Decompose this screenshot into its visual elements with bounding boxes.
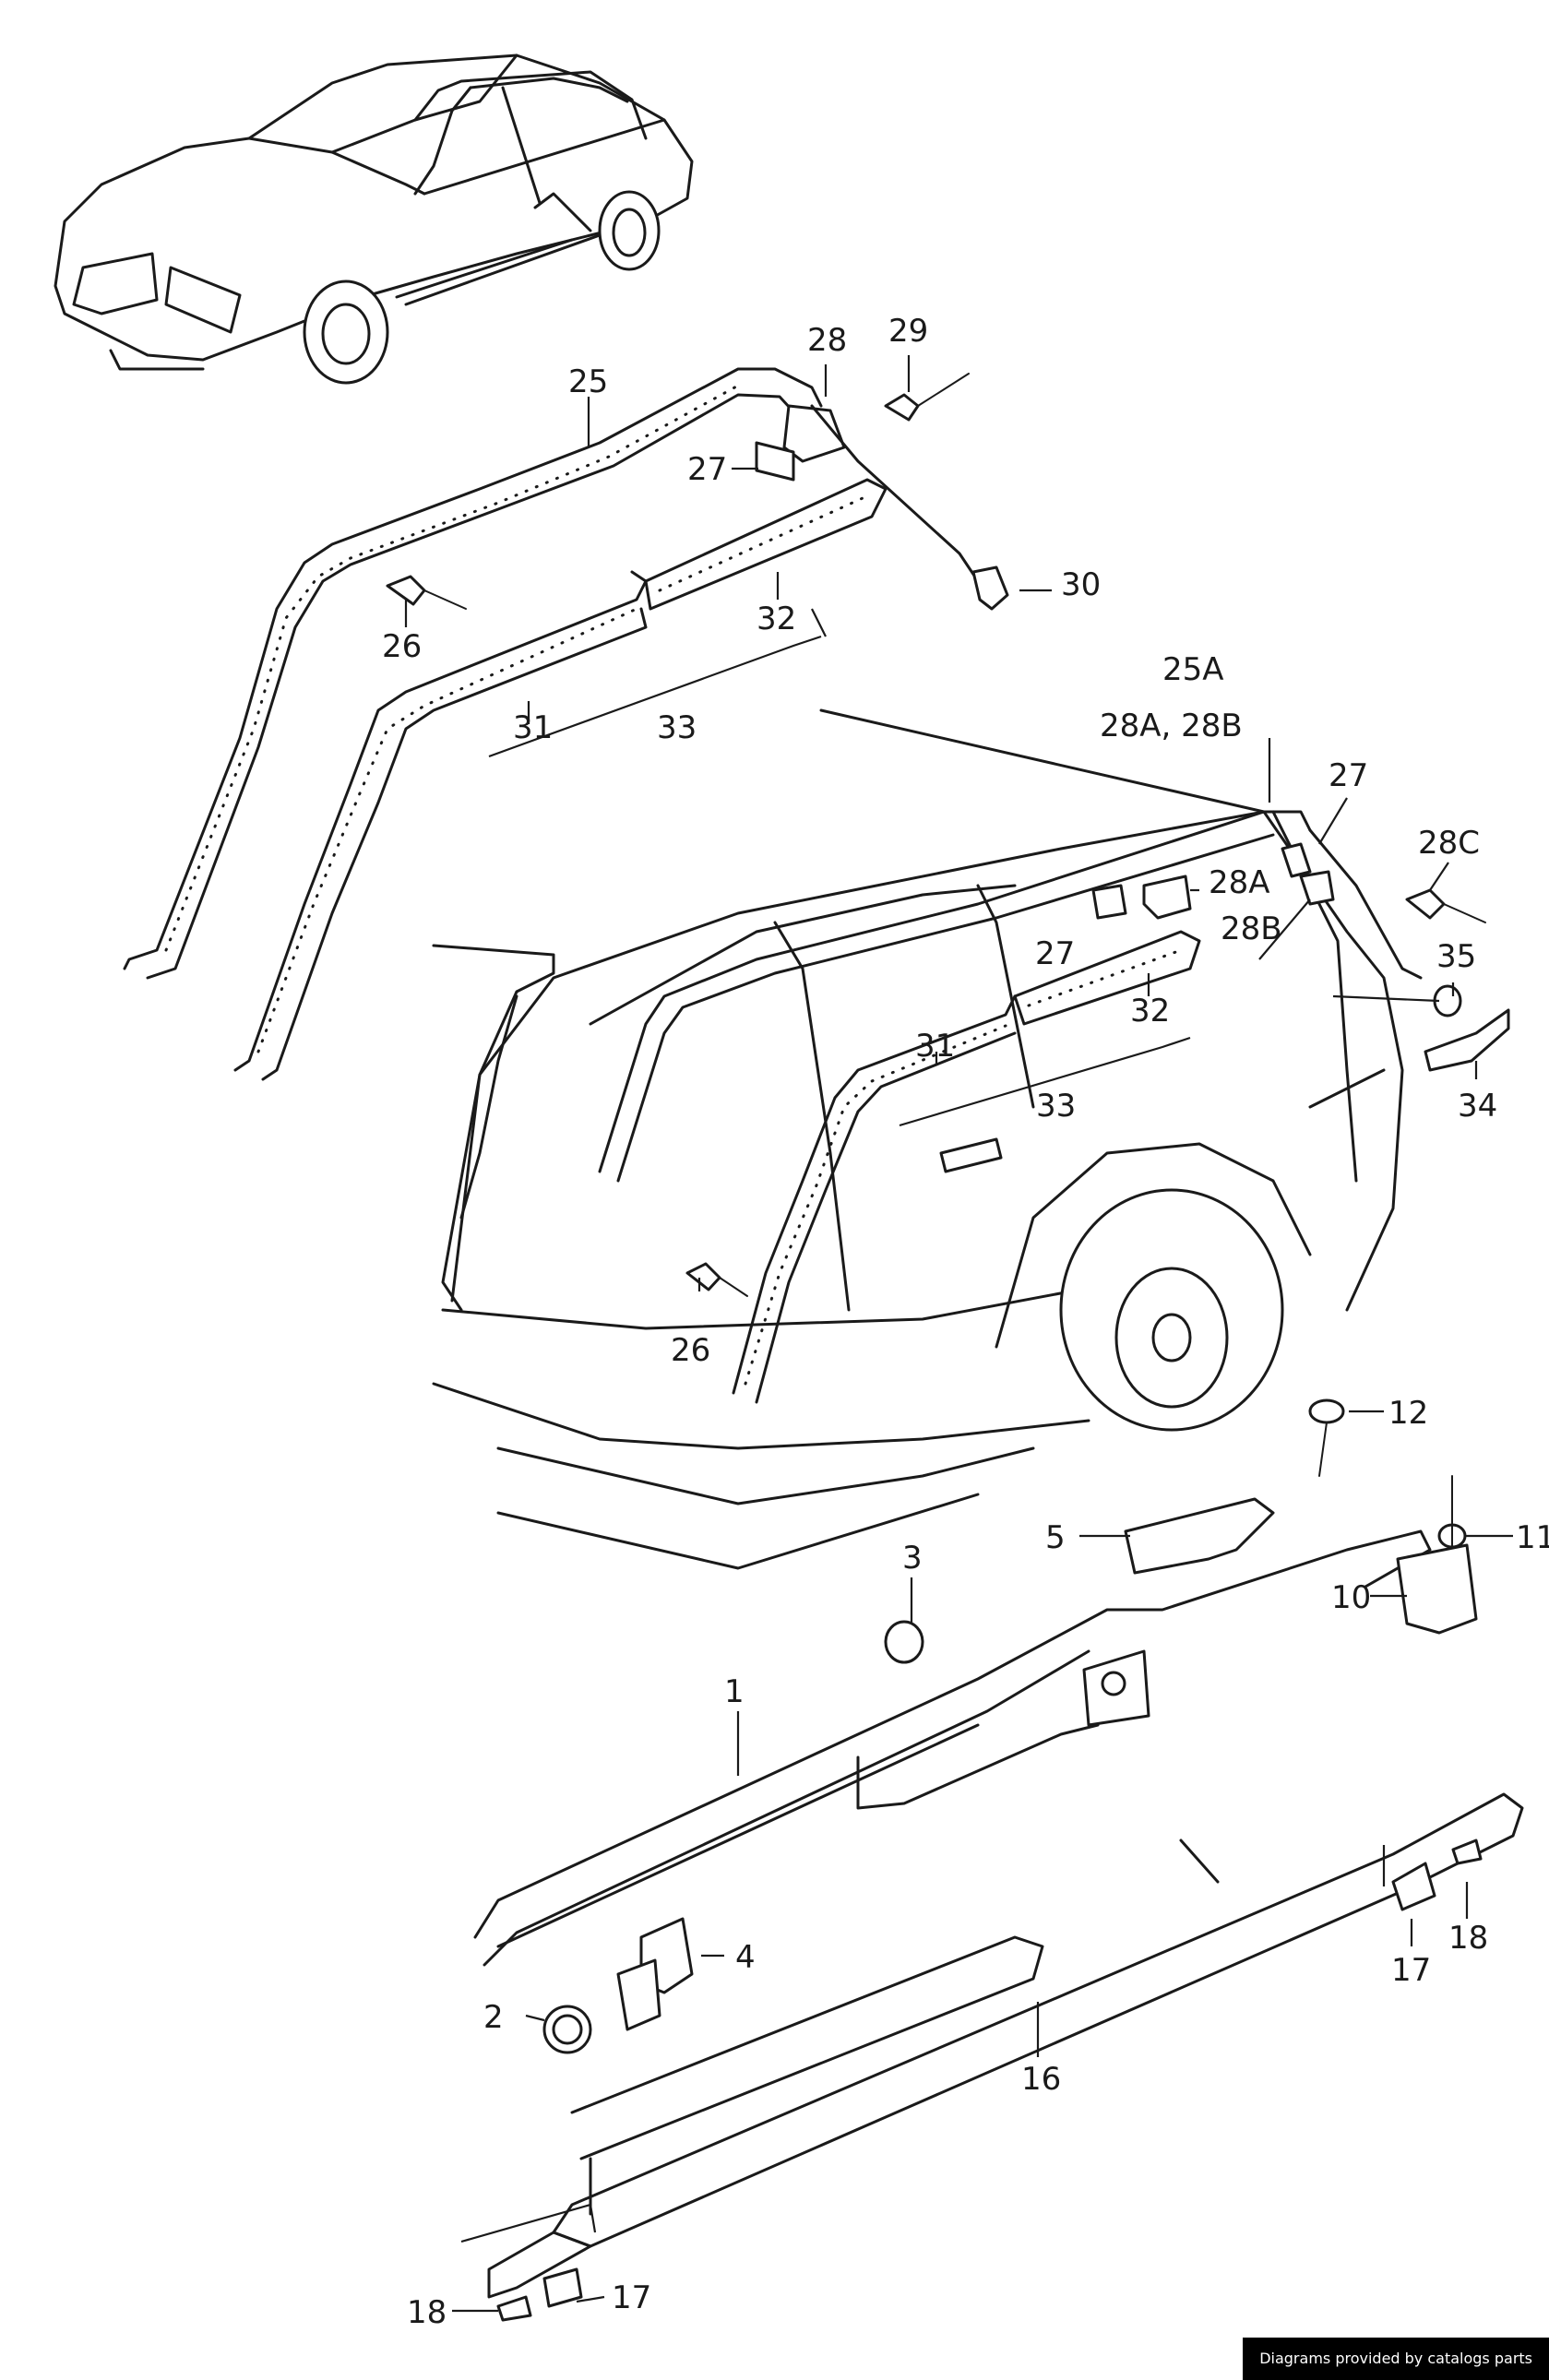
callout-4: 4 bbox=[735, 1939, 756, 1976]
callout-32-lower: 32 bbox=[1130, 993, 1170, 1029]
callout-31-lower: 31 bbox=[915, 1028, 955, 1065]
callout-28: 28 bbox=[807, 322, 847, 359]
callout-labels: 25 28 29 27 30 26 32 31 33 25A 28A, 28B … bbox=[382, 313, 1549, 2331]
callout-17-left: 17 bbox=[612, 2279, 651, 2316]
callout-34: 34 bbox=[1458, 1088, 1497, 1125]
callout-1: 1 bbox=[724, 1673, 745, 1710]
callout-18-right: 18 bbox=[1448, 1920, 1488, 1957]
callout-26: 26 bbox=[382, 628, 422, 665]
callout-31: 31 bbox=[513, 709, 553, 746]
callout-3: 3 bbox=[902, 1540, 923, 1577]
callout-12: 12 bbox=[1388, 1395, 1428, 1432]
callout-18-left: 18 bbox=[407, 2294, 447, 2331]
callout-11: 11 bbox=[1516, 1519, 1549, 1556]
callout-27: 27 bbox=[687, 451, 727, 488]
sill-group bbox=[460, 1398, 1524, 2322]
sedan-illustration bbox=[54, 54, 694, 385]
callout-28a: 28A bbox=[1209, 864, 1270, 901]
callout-28a-28b: 28A, 28B bbox=[1100, 708, 1243, 744]
callout-10: 10 bbox=[1331, 1579, 1371, 1616]
callout-25a: 25A bbox=[1162, 651, 1224, 688]
callout-27-upper: 27 bbox=[1329, 757, 1368, 794]
callout-2: 2 bbox=[483, 1999, 504, 2036]
wagon-trim-group bbox=[598, 810, 1510, 1404]
callout-32: 32 bbox=[757, 601, 796, 637]
wagon-body-illustration bbox=[432, 708, 1404, 1570]
leader-lines bbox=[404, 355, 1513, 2313]
callout-26-lower: 26 bbox=[671, 1332, 710, 1369]
callout-27-lower: 27 bbox=[1035, 935, 1075, 972]
upper-trim-group bbox=[123, 367, 1009, 1081]
callout-5: 5 bbox=[1045, 1519, 1066, 1556]
callout-35: 35 bbox=[1436, 938, 1476, 975]
callout-29: 29 bbox=[888, 313, 928, 350]
callout-28c: 28C bbox=[1418, 825, 1480, 862]
callout-17-right: 17 bbox=[1391, 1952, 1431, 1989]
callout-33: 33 bbox=[657, 709, 697, 746]
callout-25: 25 bbox=[568, 363, 608, 400]
callout-16: 16 bbox=[1021, 2061, 1061, 2098]
callout-33-lower: 33 bbox=[1036, 1088, 1076, 1125]
callout-30: 30 bbox=[1061, 566, 1101, 603]
callout-28b: 28B bbox=[1221, 910, 1282, 947]
source-credit-badge: Diagrams provided by catalogs parts bbox=[1243, 2338, 1549, 2380]
